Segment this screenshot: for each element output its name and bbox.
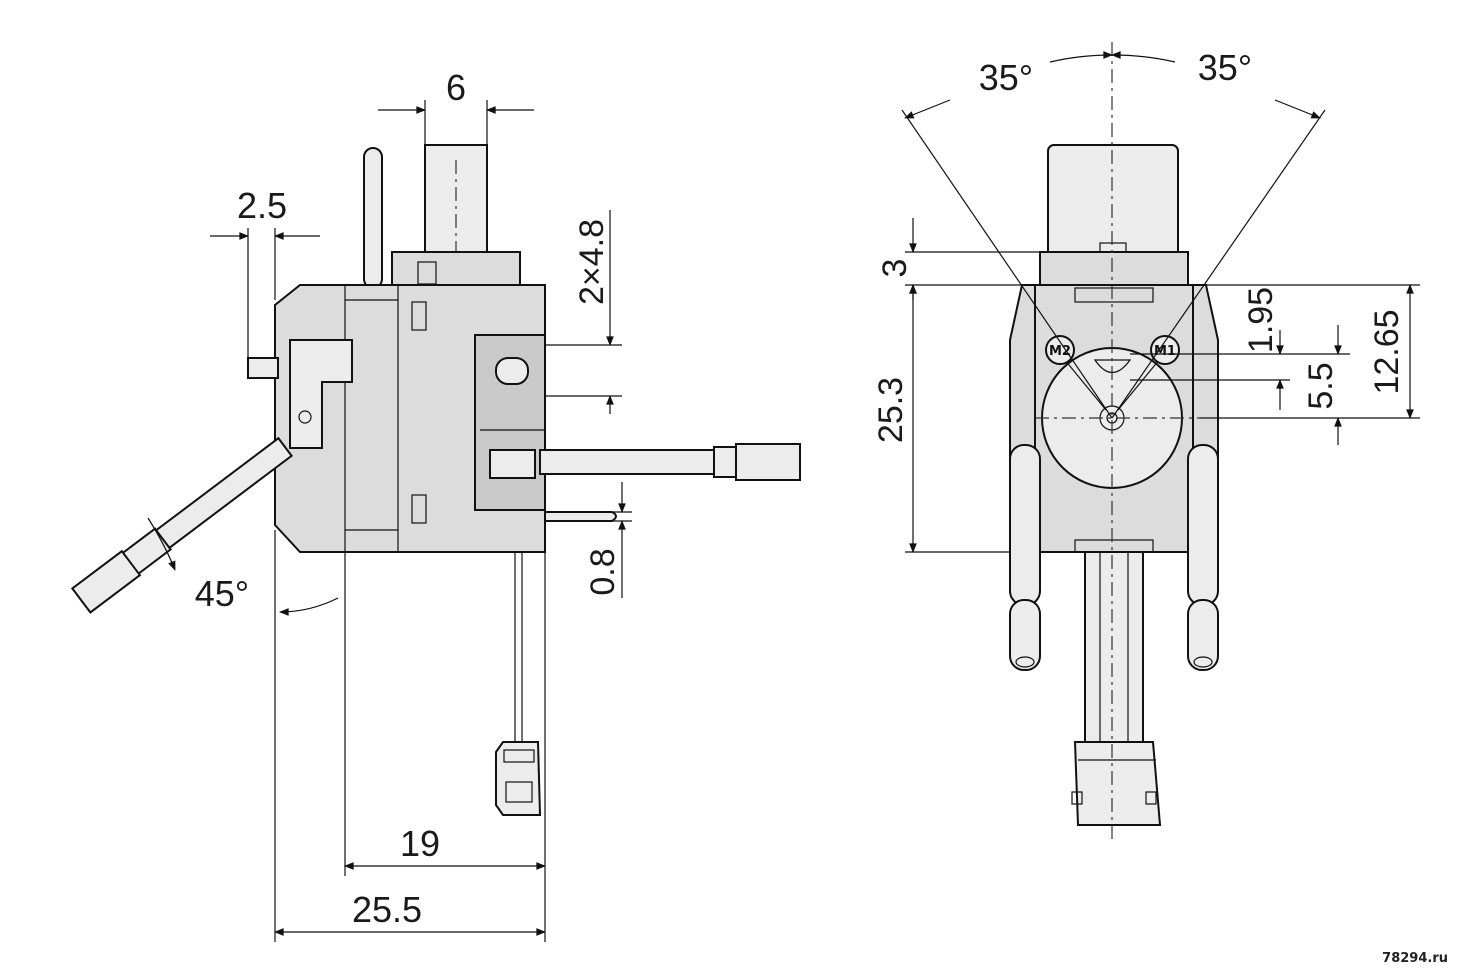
front-view: M2 M1 35° 35° 3 <box>872 42 1420 842</box>
blade <box>544 511 617 522</box>
marking-m2 <box>1045 335 1075 365</box>
marking-m2-label: M2 <box>1049 344 1071 359</box>
plug <box>495 741 542 816</box>
dim-offset-2: 5.5 <box>1302 362 1340 409</box>
marking-m1-label: M1 <box>1154 344 1176 359</box>
vertical-lever <box>363 147 383 289</box>
dim-pin-width: 6 <box>446 67 466 108</box>
left-leg <box>1009 444 1041 606</box>
dim-depth-total: 25.5 <box>352 889 422 930</box>
right-leg <box>1187 444 1219 606</box>
front-plug <box>1073 741 1162 826</box>
left-tab <box>247 357 279 379</box>
rod-end <box>735 443 801 481</box>
side-view: 6 2.5 2×4.8 0.8 45° 19 25.5 <box>70 67 801 942</box>
dim-blade-thickness: 0.8 <box>584 548 622 595</box>
dim-depth-inner: 19 <box>400 823 440 864</box>
dim-tilt-angle: 45° <box>195 573 249 614</box>
dim-top-offset: 3 <box>876 259 914 278</box>
dim-angle-right: 35° <box>1198 47 1252 88</box>
rod <box>539 449 721 475</box>
dim-hole-pitch: 2×4.8 <box>573 219 611 305</box>
hook <box>289 339 353 449</box>
marking-m1 <box>1150 335 1180 365</box>
tilted-arm <box>70 436 294 614</box>
dim-offset-1: 1.95 <box>1242 287 1280 353</box>
dim-left-offset: 2.5 <box>237 185 287 226</box>
cable <box>1084 551 1144 748</box>
top-boss <box>391 251 521 287</box>
dim-angle-left: 35° <box>979 57 1033 98</box>
dim-height: 25.3 <box>872 377 910 443</box>
watermark: 78294.ru <box>1382 951 1448 966</box>
dim-offset-3: 12.65 <box>1368 309 1406 394</box>
